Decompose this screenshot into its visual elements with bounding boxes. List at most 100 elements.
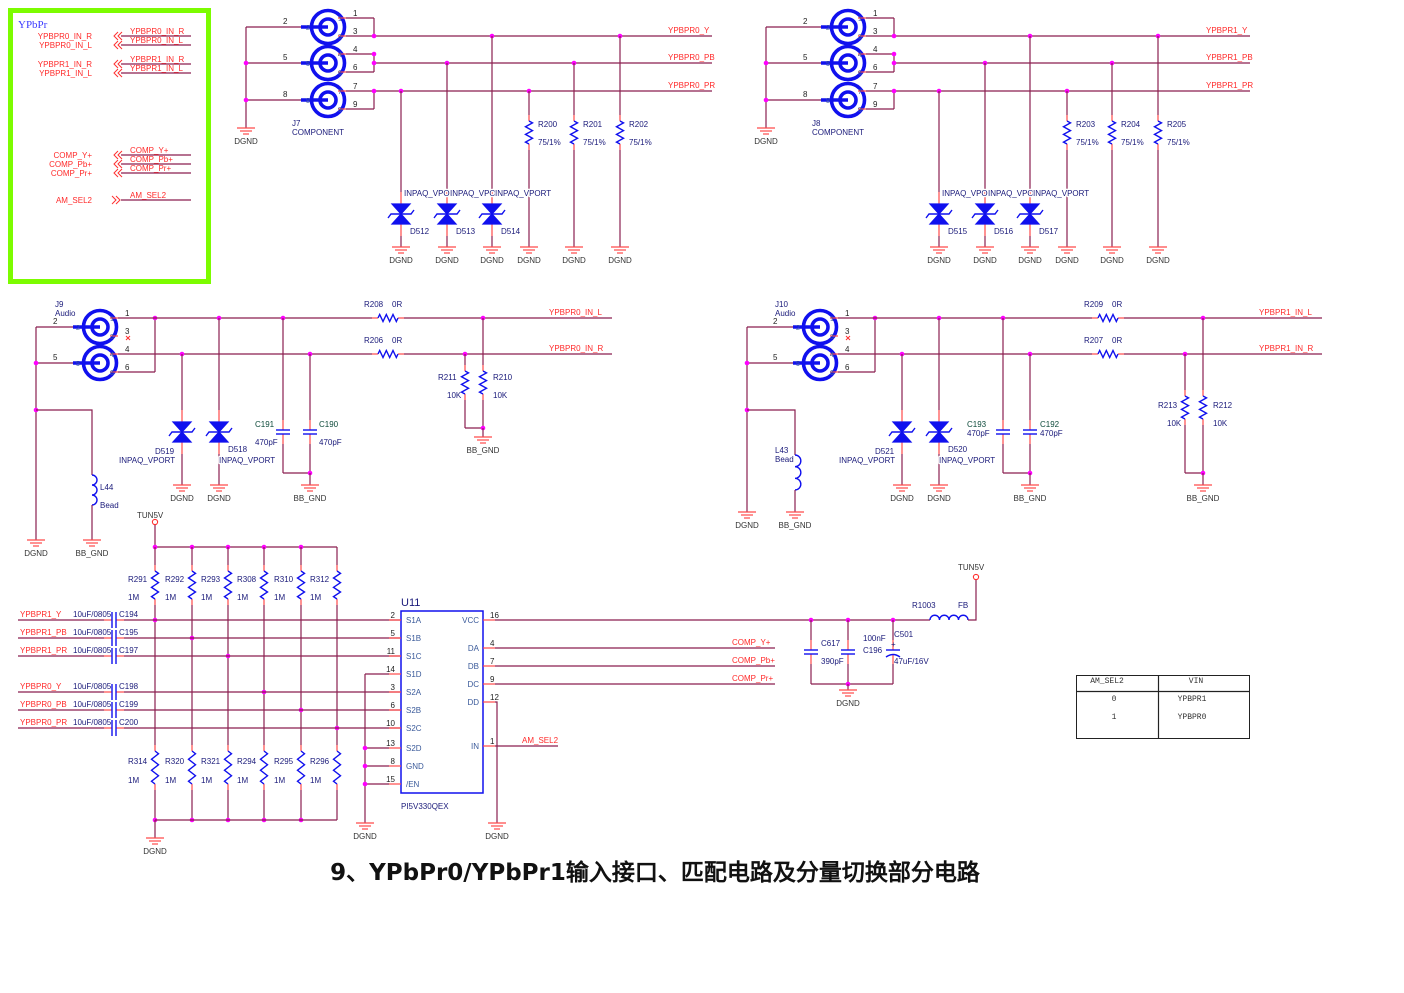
- pin-number-inner: 4: [110, 352, 114, 359]
- pin-number: 6: [353, 63, 358, 72]
- table-header: VIN: [1189, 677, 1204, 686]
- resistor-value: 1M: [165, 593, 176, 602]
- resistor-ref: R212: [1213, 401, 1233, 410]
- tvs-diode-icon: [974, 213, 996, 225]
- tvs-diode-icon: [974, 203, 996, 215]
- resistor-value: 1M: [201, 593, 212, 602]
- junction-dot: [371, 60, 377, 66]
- diode-value: INPAQ_VPORT: [450, 189, 506, 198]
- resistor-ref: R310: [274, 575, 294, 584]
- resistor-value: 1M: [274, 593, 285, 602]
- junction-dot: [891, 88, 897, 94]
- resistor-icon: [1097, 312, 1119, 324]
- port-name: YPBPR0_IN_R: [38, 32, 92, 41]
- pin-number: 1: [353, 9, 358, 18]
- resistor-ref: R308: [237, 575, 257, 584]
- table-header: AM_SEL2: [1090, 677, 1124, 686]
- resistor-value: 1M: [201, 776, 212, 785]
- pin-number-inner: 2: [826, 25, 830, 32]
- pin-number: 6: [845, 363, 850, 372]
- pin-number: 3: [873, 27, 878, 36]
- junction-dot: [362, 745, 368, 751]
- capacitor-value: 470pF: [255, 438, 278, 447]
- pin-number-inner: 3: [338, 34, 342, 41]
- pin-number: 9: [873, 100, 878, 109]
- port-chevron-icon[interactable]: [113, 68, 123, 78]
- port-chevron-icon[interactable]: [113, 59, 123, 69]
- pin-number-inner: 3: [830, 334, 834, 341]
- junction-dot: [33, 360, 39, 366]
- ground-label: DGND: [389, 256, 413, 265]
- resistor-icon: [524, 120, 534, 145]
- resistor-icon: [150, 570, 160, 600]
- resistor-value: 10K: [1167, 419, 1182, 428]
- pin-number-inner: 1: [338, 16, 342, 23]
- resistor-icon: [150, 750, 160, 785]
- port-chevron-icon[interactable]: [113, 168, 123, 178]
- pin-name: S1C: [406, 652, 422, 661]
- capacitor-ref: C194: [119, 610, 139, 619]
- pin-number-inner: 1: [830, 316, 834, 323]
- chip-body: [400, 610, 484, 794]
- resistor-ref: R295: [274, 757, 294, 766]
- wire: [747, 409, 796, 455]
- power-label: TUN5V: [137, 511, 164, 520]
- net-label: YPBPR0_Y: [668, 26, 710, 35]
- port-name: COMP_Y+: [54, 151, 93, 160]
- port-name: YPBPR1_IN_L: [39, 69, 92, 78]
- port-net-label: YPBPR0_IN_R: [130, 27, 184, 36]
- connector-type: Audio: [775, 309, 796, 318]
- ground-label: DGND: [1146, 256, 1170, 265]
- ground-label: DGND: [608, 256, 632, 265]
- net-label: YPBPR1_PR: [20, 646, 67, 655]
- resistor-value: 0R: [1112, 300, 1122, 309]
- resistor-icon: [1062, 120, 1072, 145]
- resistor-ref: R296: [310, 757, 330, 766]
- inductor-icon: [794, 454, 802, 491]
- polarity-mark: +: [891, 640, 896, 649]
- resistor-value: 75/1%: [629, 138, 652, 147]
- pin-number-inner: 2: [306, 25, 310, 32]
- connector-ref: J9: [55, 300, 64, 309]
- wire: [968, 580, 977, 621]
- port-chevron-icon[interactable]: [113, 31, 123, 41]
- pin-number: 2: [283, 17, 288, 26]
- resistor-icon: [1180, 395, 1190, 420]
- pin-name: VCC: [462, 616, 479, 625]
- pin-name: S1D: [406, 670, 422, 679]
- port-chevron-icon[interactable]: [111, 195, 121, 205]
- no-connect-icon: [845, 335, 851, 341]
- pin-number: 1: [845, 309, 850, 318]
- resistor-ref: R205: [1167, 120, 1187, 129]
- diode-ref: D518: [228, 445, 248, 454]
- resistor-value: 0R: [1112, 336, 1122, 345]
- net-label: YPBPR1_PR: [1206, 81, 1253, 90]
- resistor-ref: R321: [201, 757, 221, 766]
- pin-number-inner: 3: [858, 34, 862, 41]
- tvs-diode-icon: [390, 203, 412, 215]
- diode-value: INPAQ_VPORT: [939, 456, 995, 465]
- port-name: YPBPR1_IN_R: [38, 60, 92, 69]
- resistor-icon: [1097, 348, 1119, 360]
- pin-number: 4: [353, 45, 358, 54]
- port-chevron-icon[interactable]: [113, 150, 123, 160]
- resistor-ref: R202: [629, 120, 649, 129]
- port-chevron-icon[interactable]: [113, 40, 123, 50]
- resistor-value: 0R: [392, 336, 402, 345]
- port-chevron-icon[interactable]: [113, 159, 123, 169]
- resistor-value: 75/1%: [1076, 138, 1099, 147]
- pin-number-inner: 6: [830, 370, 834, 377]
- ground-label: DGND: [927, 256, 951, 265]
- diode-value: INPAQ_VPORT: [1033, 189, 1089, 198]
- page-title: 9、YPbPr0/YPbPr1输入接口、匹配电路及分量切换部分电路: [330, 859, 981, 886]
- resistor-ref: R291: [128, 575, 148, 584]
- port-net-label: YPBPR0_IN_L: [130, 36, 183, 45]
- resistor-value: 1M: [128, 593, 139, 602]
- pin-number: 3: [125, 327, 130, 336]
- junction-dot: [243, 97, 249, 103]
- pin-number-inner: 4: [830, 352, 834, 359]
- net-label: YPBPR1_IN_L: [1259, 308, 1312, 317]
- net-label: YPBPR1_PB: [20, 628, 67, 637]
- tvs-diode-icon: [208, 431, 230, 443]
- port-name: COMP_Pb+: [49, 160, 92, 169]
